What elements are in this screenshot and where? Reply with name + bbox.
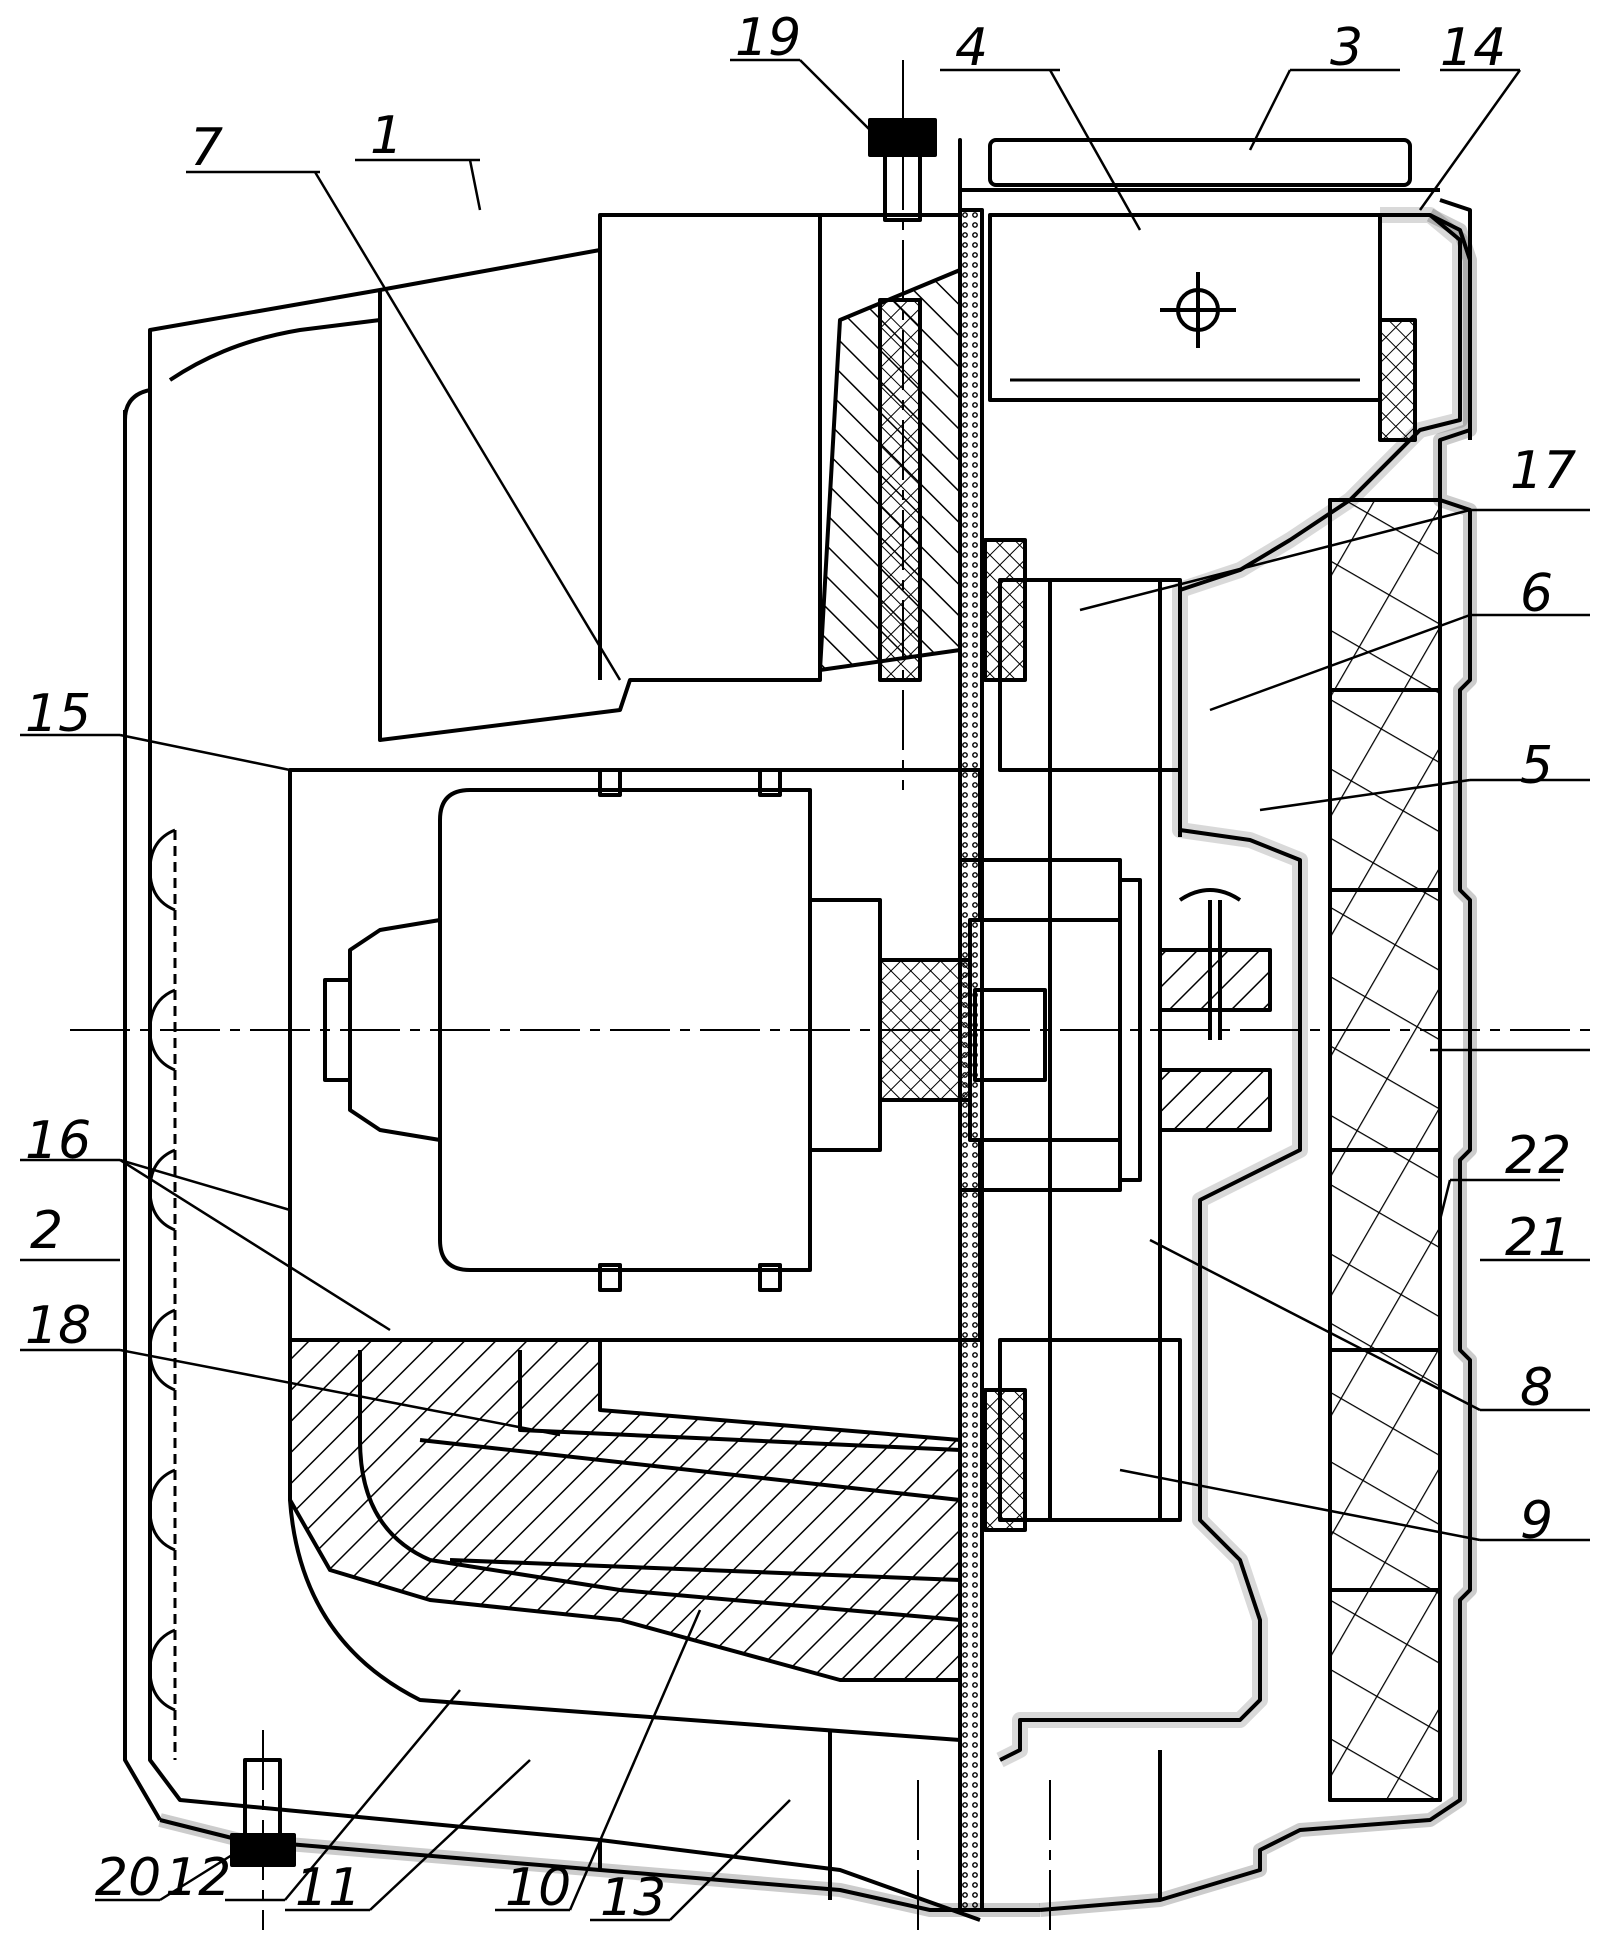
label-2: 2 [30, 1205, 63, 1257]
label-15: 15 [25, 688, 91, 740]
lower-insulation [290, 1340, 960, 1740]
label-3: 3 [1330, 22, 1363, 74]
outer-wall-bumps [150, 830, 175, 1760]
label-4: 4 [955, 22, 988, 74]
label-8: 8 [1520, 1362, 1553, 1414]
label-11: 11 [295, 1862, 361, 1914]
label-20: 20 [95, 1852, 161, 1904]
label-14: 14 [1440, 22, 1506, 74]
label-6: 6 [1520, 568, 1553, 620]
label-18: 18 [25, 1300, 91, 1352]
label-17: 17 [1510, 445, 1576, 497]
label-21: 21 [1505, 1212, 1571, 1264]
hub-bolt [1160, 890, 1270, 1130]
label-16: 16 [25, 1115, 91, 1167]
label-12: 12 [165, 1852, 231, 1904]
label-7: 7 [190, 122, 223, 174]
label-22: 22 [1505, 1130, 1571, 1182]
upper-insulation [820, 270, 960, 680]
inlet-duct [960, 140, 1440, 400]
label-13: 13 [600, 1872, 666, 1924]
label-19: 19 [735, 12, 801, 64]
label-10: 10 [505, 1862, 571, 1914]
label-9: 9 [1520, 1495, 1553, 1547]
label-5: 5 [1520, 740, 1553, 792]
label-1: 1 [370, 110, 403, 162]
